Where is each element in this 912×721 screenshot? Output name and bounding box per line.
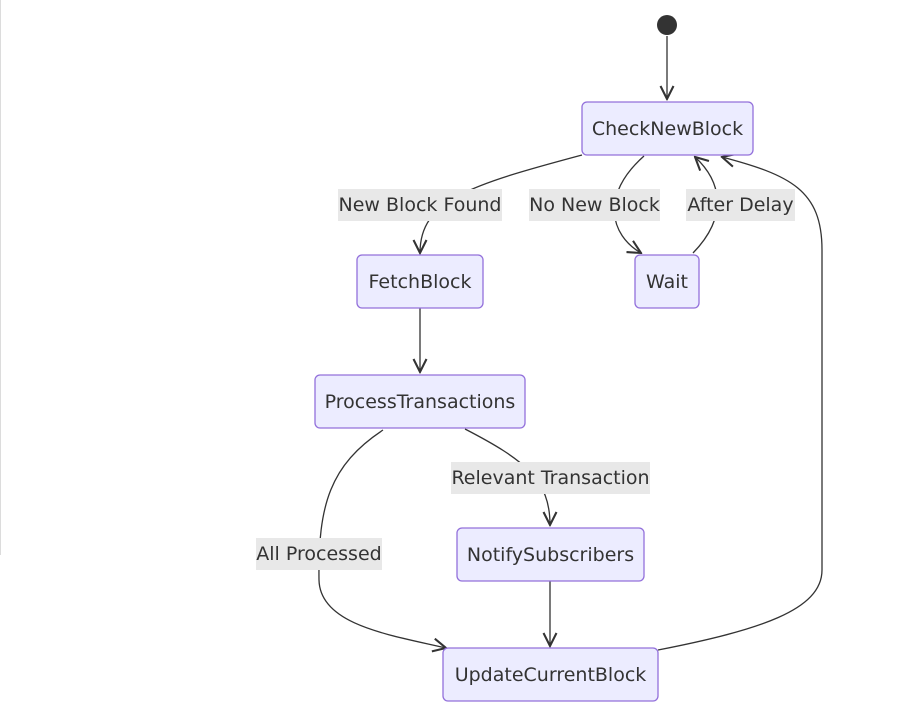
state-label: Wait	[646, 271, 688, 293]
left-divider	[0, 0, 1, 555]
edge-label-relevant-transaction: Relevant Transaction	[451, 462, 650, 494]
svg-text:All Processed: All Processed	[256, 543, 381, 565]
svg-text:Relevant Transaction: Relevant Transaction	[451, 467, 649, 489]
edge-label-no-new-block: No New Block	[529, 189, 660, 221]
edge-label-all-processed: All Processed	[256, 538, 382, 570]
state-label: NotifySubscribers	[467, 544, 634, 566]
edge-label-after-delay: After Delay	[686, 189, 795, 221]
edge-update-to-check	[657, 157, 823, 651]
state-label: UpdateCurrentBlock	[455, 664, 647, 686]
state-wait[interactable]: Wait	[634, 254, 700, 309]
svg-text:No New Block: No New Block	[529, 194, 660, 216]
state-label: FetchBlock	[369, 271, 472, 293]
svg-text:New Block Found: New Block Found	[339, 194, 502, 216]
state-update-current-block[interactable]: UpdateCurrentBlock	[442, 647, 659, 702]
state-label: ProcessTransactions	[325, 391, 516, 413]
start-state-icon	[657, 15, 677, 35]
state-check-new-block[interactable]: CheckNewBlock	[581, 101, 754, 156]
svg-text:After Delay: After Delay	[687, 194, 793, 216]
state-label: CheckNewBlock	[592, 118, 743, 140]
edge-all-processed	[318, 429, 446, 648]
state-process-transactions[interactable]: ProcessTransactions	[314, 374, 526, 429]
edge-label-new-block-found: New Block Found	[338, 189, 502, 221]
state-fetch-block[interactable]: FetchBlock	[356, 254, 484, 309]
state-notify-subscribers[interactable]: NotifySubscribers	[456, 527, 645, 582]
